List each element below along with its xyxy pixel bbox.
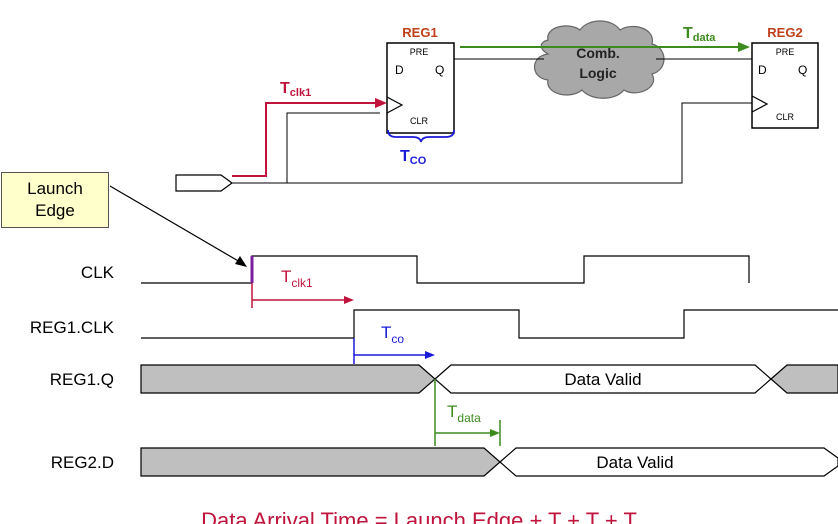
- comb-logic-line2: Logic: [579, 65, 617, 81]
- tco-schematic-label: TCO: [400, 148, 427, 167]
- launch-edge-pointer: [109, 185, 241, 263]
- reg2-flipflop: REG2 PRE D Q CLR: [751, 25, 819, 129]
- reg1-pre-label: PRE: [410, 47, 429, 57]
- reg1-q-label: Q: [435, 63, 444, 77]
- launch-edge-line2: Edge: [35, 201, 75, 220]
- tco-measure-arrowhead: [425, 351, 435, 359]
- launch-edge-line1: Launch: [27, 179, 83, 198]
- reg1-box: [386, 42, 455, 134]
- clk-waveform: [141, 255, 750, 284]
- tclk1-wave-label: Tclk1: [281, 267, 313, 290]
- reg1clk-signal-label: REG1.CLK: [29, 318, 114, 337]
- reg1-d-label: D: [395, 63, 404, 77]
- reg1q-signal-label: REG1.Q: [49, 370, 114, 389]
- reg2-box: [751, 42, 819, 129]
- reg2-pre-label: PRE: [776, 47, 795, 57]
- clock-input-pin: [175, 174, 234, 192]
- reg2d-signal-label: REG2.D: [50, 453, 114, 472]
- clk-signal-label: CLK: [80, 263, 114, 282]
- reg2-clock-triangle: [751, 95, 769, 113]
- comb-logic-line1: Comb.: [576, 45, 620, 61]
- clock-tree-reg2: [232, 102, 752, 184]
- launch-edge-arrowhead: [235, 256, 247, 267]
- reg2d-invalid-region: [140, 447, 501, 477]
- tdata-wave-label: Tdata: [447, 402, 481, 425]
- tclk1-schematic-label: Tclk1: [280, 80, 311, 99]
- reg1q-data-valid-label: Data Valid: [564, 370, 641, 389]
- reg2-q-label: Q: [798, 63, 807, 77]
- reg1-name: REG1: [402, 25, 437, 40]
- reg2d-valid-region: [499, 447, 838, 477]
- tdata-measure-arrowhead: [490, 429, 500, 437]
- reg2-d-label: D: [758, 63, 767, 77]
- tclk1-path-arrow: [232, 98, 387, 177]
- reg2-clr-label: CLR: [776, 112, 795, 122]
- reg1-clock-triangle: [386, 96, 404, 114]
- tdata-schematic-label: Tdata: [683, 25, 716, 44]
- data-arrival-equation: Data Arrival Time = Launch Edge + T + T …: [201, 508, 637, 524]
- reg1q-next-invalid-region: [770, 364, 838, 394]
- comb-logic-cloud: Comb. Logic: [533, 20, 665, 99]
- launch-edge-callout: Launch Edge: [1, 172, 109, 228]
- clock-tree-reg1: [286, 112, 380, 183]
- tclk1-measure-arrowhead: [344, 296, 354, 304]
- reg1q-invalid-region: [140, 364, 436, 394]
- reg2d-data-valid-label: Data Valid: [596, 453, 673, 472]
- reg2-name: REG2: [767, 25, 802, 40]
- tco-wave-label: Tco: [381, 323, 404, 346]
- reg1-clr-label: CLR: [410, 116, 429, 126]
- tdata-path-arrow: [460, 42, 750, 52]
- tco-brace: [387, 129, 455, 143]
- reg1clk-waveform: [141, 309, 838, 339]
- reg1-flipflop: REG1 PRE D Q CLR: [386, 25, 455, 134]
